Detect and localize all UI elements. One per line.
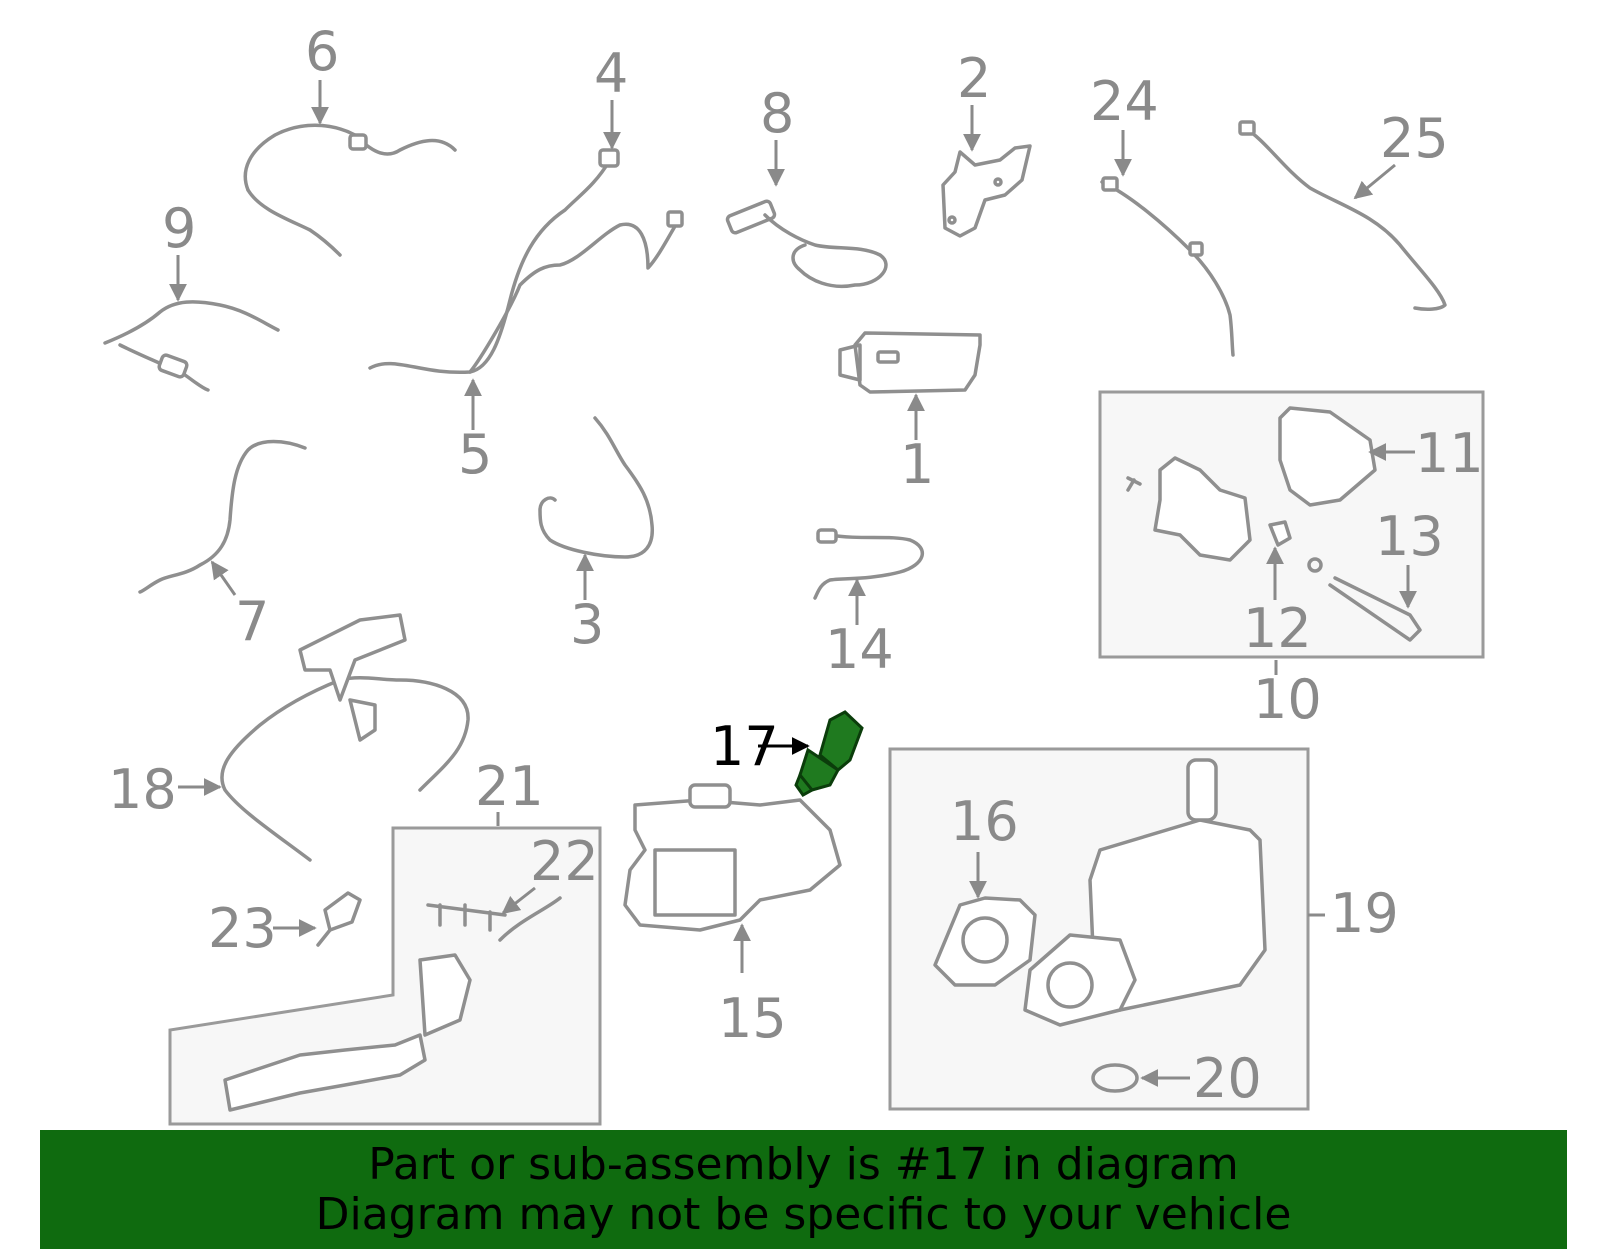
part-24-sensor[interactable] [1100,176,1235,357]
part-3-hose[interactable] [538,416,654,559]
part-6-wire-harness[interactable] [243,123,457,257]
callout-3[interactable]: 3 [570,593,604,656]
part-9-wire[interactable] [103,300,280,392]
part-15-egr-valve[interactable] [623,783,842,932]
part-8-sensor-harness[interactable] [725,199,888,288]
callout-7[interactable]: 7 [235,590,269,653]
callout-16[interactable]: 16 [950,790,1019,853]
callout-9[interactable]: 9 [162,197,196,260]
part-4-5-harness[interactable] [368,148,684,375]
callout-20[interactable]: 20 [1193,1047,1262,1110]
callout-8[interactable]: 8 [760,82,794,145]
inset-box-21 [168,826,602,1126]
callout-5[interactable]: 5 [458,423,492,486]
info-banner: Part or sub-assembly is #17 in diagram D… [40,1130,1567,1249]
callout-6[interactable]: 6 [305,20,339,83]
part-23-sensor[interactable] [316,891,362,947]
callout-21[interactable]: 21 [475,755,544,818]
part-7-line[interactable] [138,439,307,594]
callout-24[interactable]: 24 [1090,70,1159,133]
callout-10[interactable]: 10 [1253,668,1322,731]
part-1-canister[interactable] [838,331,982,394]
leader-lines [169,80,1417,1087]
callout-25[interactable]: 25 [1380,107,1449,170]
banner-line-1: Part or sub-assembly is #17 in diagram [368,1138,1239,1190]
callout-1[interactable]: 1 [900,433,934,496]
part-17-sensor-highlight[interactable] [794,710,864,797]
callout-14[interactable]: 14 [825,618,894,681]
callout-18[interactable]: 18 [108,758,177,821]
part-14-hose[interactable] [813,528,925,600]
callout-17[interactable]: 17 [710,715,779,778]
part-21-duct[interactable] [223,896,562,1112]
callout-labels: 6 4 8 2 24 25 9 5 1 3 7 14 11 12 13 10 1… [108,20,1484,1110]
callout-2[interactable]: 2 [957,47,991,110]
callout-13[interactable]: 13 [1375,505,1444,568]
callout-11[interactable]: 11 [1415,422,1484,485]
part-19-cooler[interactable] [933,758,1267,1093]
banner-line-2: Diagram may not be specific to your vehi… [315,1188,1292,1240]
part-2-bracket[interactable] [941,144,1032,238]
callout-15[interactable]: 15 [718,987,787,1050]
callout-19[interactable]: 19 [1330,882,1399,945]
callout-12[interactable]: 12 [1243,597,1312,660]
callout-22[interactable]: 22 [530,830,599,893]
part-10-components[interactable] [1126,406,1422,642]
part-18-hose[interactable] [220,613,470,862]
callout-4[interactable]: 4 [594,42,628,105]
callout-23[interactable]: 23 [208,897,277,960]
part-25-sensor[interactable] [1238,120,1447,311]
